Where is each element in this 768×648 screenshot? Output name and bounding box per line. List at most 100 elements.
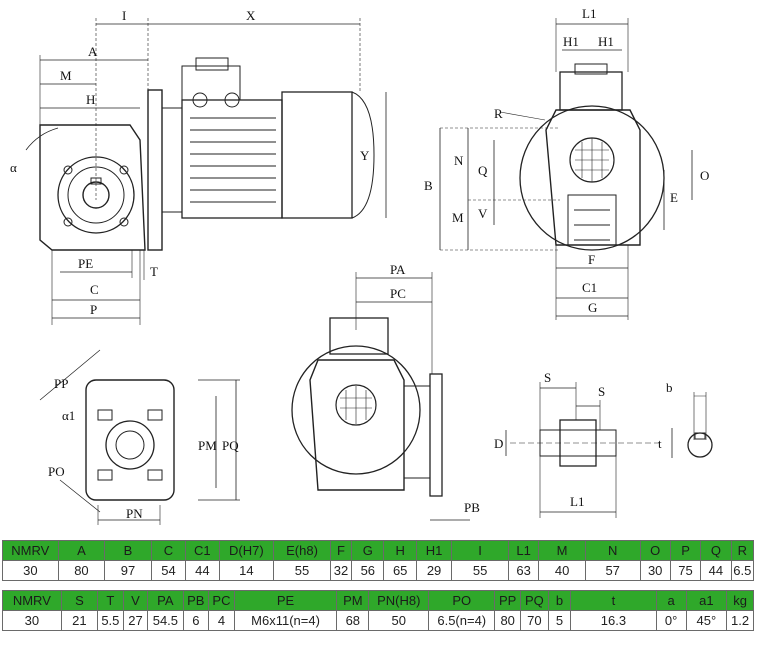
dim-label-S-right: S bbox=[598, 384, 605, 399]
table1-value-cell: 32 bbox=[329, 560, 353, 581]
table1-header-cell: NMRV bbox=[2, 540, 59, 561]
table1-value-cell: 30 bbox=[2, 560, 59, 581]
dim-label-PE: PE bbox=[78, 256, 93, 271]
table2-header-cell: S bbox=[60, 590, 99, 611]
view-flange-assembly bbox=[291, 272, 470, 521]
dim-label-PB: PB bbox=[464, 500, 480, 515]
table1-value-cell: 30 bbox=[639, 560, 671, 581]
table1-header-cell: H bbox=[383, 540, 417, 561]
dim-label-PN: PN bbox=[126, 506, 143, 521]
table1-header-cell: O bbox=[639, 540, 671, 561]
table2-header-cell: PC bbox=[208, 590, 235, 611]
table2-header-cell: PM bbox=[336, 590, 370, 611]
dim-label-alpha: α bbox=[10, 160, 17, 175]
table1-header-cell: L1 bbox=[507, 540, 540, 561]
dim-label-L1: L1 bbox=[582, 6, 596, 21]
table2-header-cell: t bbox=[570, 590, 657, 611]
dim-label-C1: C1 bbox=[582, 280, 597, 295]
table1-header-cell: M bbox=[538, 540, 586, 561]
table2-value-cell: 16.3 bbox=[570, 610, 657, 631]
table2-header-cell: NMRV bbox=[2, 590, 62, 611]
table1-value-cell: 55 bbox=[451, 560, 509, 581]
table2-value-cell: 27 bbox=[122, 610, 149, 631]
dim-label-A: A bbox=[88, 44, 98, 59]
table2-header-cell: a1 bbox=[685, 590, 728, 611]
table1-value-cell: 63 bbox=[507, 560, 540, 581]
table2-header-cell: PE bbox=[233, 590, 338, 611]
table2-value-cell: 70 bbox=[520, 610, 549, 631]
view-side-gearbox-motor bbox=[25, 18, 387, 325]
table2-header-cell: PP bbox=[494, 590, 521, 611]
table1-value-cell: 97 bbox=[104, 560, 152, 581]
dim-label-C: C bbox=[90, 282, 99, 297]
dim-label-H: H bbox=[86, 92, 95, 107]
dim-label-PA: PA bbox=[390, 262, 406, 277]
dim-label-PP: PP bbox=[54, 376, 68, 391]
table2-value-cell: 6.5(n=4) bbox=[428, 610, 496, 631]
table1-header-cell: R bbox=[730, 540, 755, 561]
dim-label-PO: PO bbox=[48, 464, 65, 479]
dim-label-E: E bbox=[670, 190, 678, 205]
table1-header-cell: D(H7) bbox=[218, 540, 275, 561]
table2-value-cell: 1.2 bbox=[726, 610, 754, 631]
table2-header-cell: kg bbox=[726, 590, 754, 611]
dim-label-L1-shaft: L1 bbox=[570, 494, 584, 509]
dim-label-PM: PM bbox=[198, 438, 217, 453]
dim-label-PC: PC bbox=[390, 286, 406, 301]
table1-header-cell: C bbox=[150, 540, 187, 561]
table2-value-cell: 21 bbox=[60, 610, 99, 631]
dim-label-F: F bbox=[588, 252, 595, 267]
table1-header-cell: P bbox=[669, 540, 702, 561]
table2-value-cell: 5.5 bbox=[97, 610, 124, 631]
table2-value-cell: 30 bbox=[2, 610, 62, 631]
dim-label-M: M bbox=[60, 68, 72, 83]
dim-label-D: D bbox=[494, 436, 503, 451]
table2-value-cell: M6x11(n=4) bbox=[233, 610, 338, 631]
table2-header-cell: PA bbox=[147, 590, 184, 611]
dim-label-G: G bbox=[588, 300, 597, 315]
view-flange-plate bbox=[39, 349, 240, 525]
dim-label-X: X bbox=[246, 8, 256, 23]
table1-value-cell: 40 bbox=[538, 560, 586, 581]
table2-header-cell: PQ bbox=[520, 590, 549, 611]
table1-value-cell: 29 bbox=[415, 560, 453, 581]
dim-label-H1-left: H1 bbox=[563, 34, 579, 49]
table1-header-cell: G bbox=[351, 540, 385, 561]
table1-value-cell: 55 bbox=[273, 560, 331, 581]
dim-label-b: b bbox=[666, 380, 673, 395]
table2-header-cell: V bbox=[122, 590, 149, 611]
table1-value-cell: 65 bbox=[383, 560, 417, 581]
technical-drawing: I X A M H α Y PE T C P L1 H1 H1 R N Q B … bbox=[10, 6, 713, 525]
dim-label-B: B bbox=[424, 178, 433, 193]
table1-header-cell: I bbox=[451, 540, 509, 561]
dim-label-t: t bbox=[658, 436, 662, 451]
table2-header-cell: PO bbox=[428, 590, 496, 611]
dim-label-P: P bbox=[90, 302, 97, 317]
table2-header-cell: b bbox=[547, 590, 572, 611]
table1-header-cell: F bbox=[329, 540, 353, 561]
table1-value-cell: 6.5 bbox=[730, 560, 755, 581]
dim-label-N: N bbox=[454, 153, 464, 168]
table1-value-cell: 44 bbox=[700, 560, 732, 581]
table1-value-cell: 44 bbox=[185, 560, 220, 581]
table2-value-cell: 68 bbox=[336, 610, 370, 631]
table1-header-cell: C1 bbox=[185, 540, 220, 561]
table2-value-cell: 6 bbox=[182, 610, 210, 631]
table2-header-cell: PB bbox=[182, 590, 210, 611]
table2-value-cell: 5 bbox=[547, 610, 572, 631]
table1-header-cell: H1 bbox=[415, 540, 453, 561]
table2-value-cell: 0° bbox=[655, 610, 687, 631]
table1-header-cell: Q bbox=[700, 540, 732, 561]
dim-label-O: O bbox=[700, 168, 709, 183]
table1-value-cell: 56 bbox=[351, 560, 385, 581]
dim-label-Q: Q bbox=[478, 163, 488, 178]
table2-header-cell: PN(H8) bbox=[368, 590, 430, 611]
table1-header-cell: E(h8) bbox=[273, 540, 331, 561]
table2-value-cell: 45° bbox=[685, 610, 728, 631]
view-front-flange bbox=[439, 18, 693, 320]
